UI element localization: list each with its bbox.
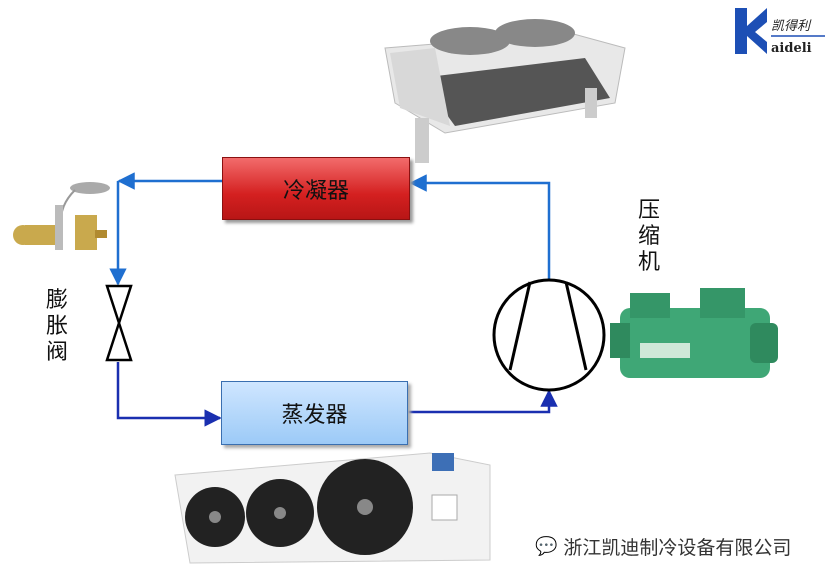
svg-text:aideli: aideli <box>771 41 812 56</box>
condenser-box: 冷凝器 <box>222 157 410 220</box>
expansion-valve-image <box>13 182 110 250</box>
watermark: 💬 浙江凯迪制冷设备有限公司 <box>535 533 791 560</box>
evaporator-box: 蒸发器 <box>221 381 408 445</box>
compressor-to-condenser-line <box>409 174 551 280</box>
kaideli-logo: 凯得利 aideli <box>733 6 828 56</box>
valve-to-evaporator-line <box>116 362 222 427</box>
logo-k-mark-icon: 凯得利 aideli <box>735 8 825 56</box>
wechat-icon: 💬 <box>535 536 558 557</box>
compressor-image <box>610 288 778 378</box>
watermark-text: 浙江凯迪制冷设备有限公司 <box>563 537 792 559</box>
evaporator-unit-image <box>174 452 491 564</box>
compressor-label: 压缩机 <box>637 198 660 275</box>
expansion-valve-symbol <box>105 284 133 362</box>
compressor-symbol <box>492 278 606 392</box>
evaporator-to-compressor-line <box>408 389 558 414</box>
evaporator-label: 蒸发器 <box>281 403 348 428</box>
svg-text:凯得利: 凯得利 <box>771 19 812 34</box>
condenser-label: 冷凝器 <box>282 178 349 204</box>
expansion-valve-label: 膨胀阀 <box>45 288 68 365</box>
condenser-unit-image <box>384 19 626 163</box>
